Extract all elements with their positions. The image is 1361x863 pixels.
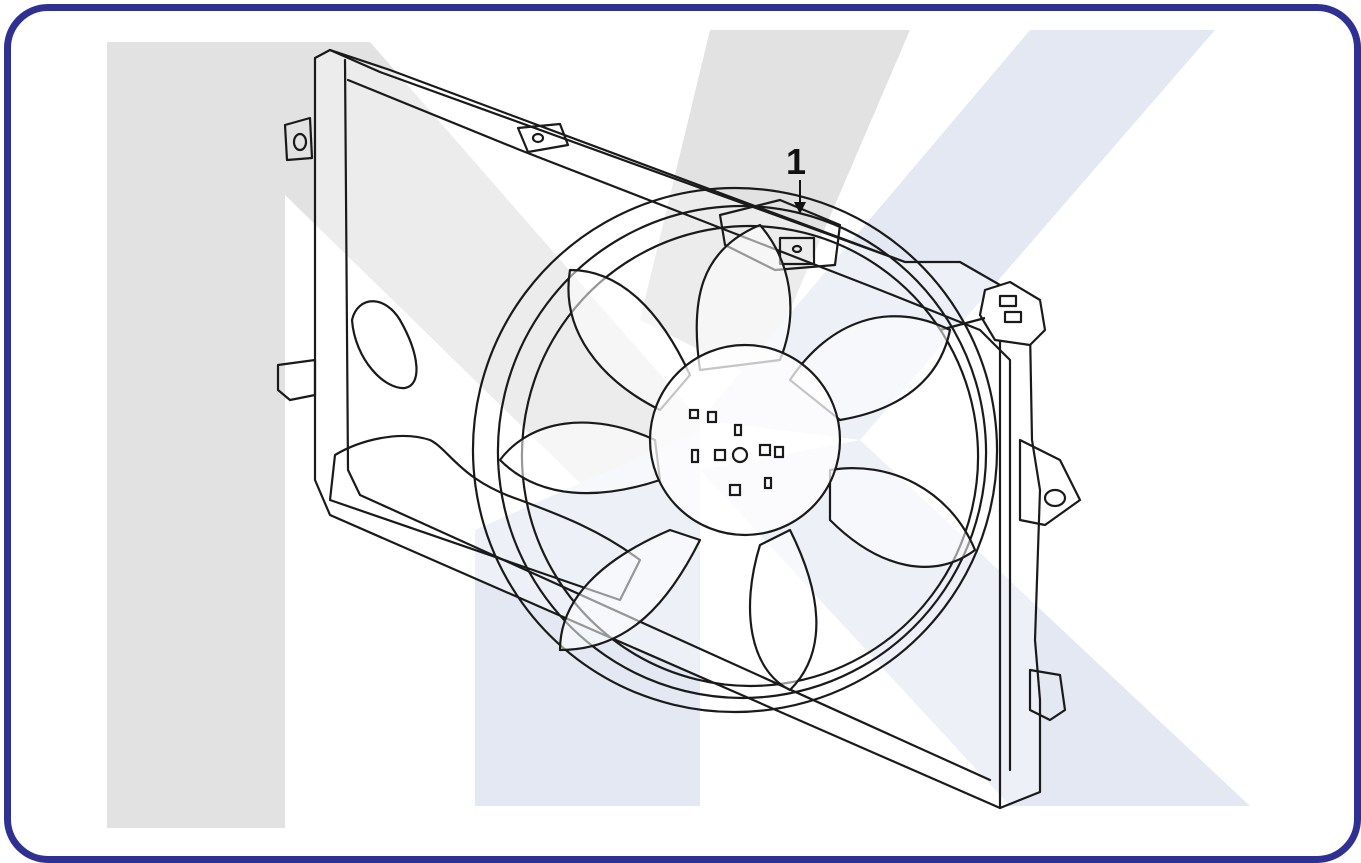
fan-ring-outer xyxy=(471,186,999,714)
watermark-left-bar xyxy=(107,42,285,828)
connector-pin-slot-2 xyxy=(1003,310,1023,324)
callout-label: 1 xyxy=(786,141,806,182)
watermark-blue-lower-arm xyxy=(700,440,1250,806)
fan-blade-7 xyxy=(567,268,692,412)
hub-slot-1 xyxy=(688,408,700,420)
motor-bracket-top xyxy=(718,198,842,272)
mount-hole-right xyxy=(1043,488,1067,508)
fan-blade-1 xyxy=(695,223,792,372)
fan-ring-mid xyxy=(496,204,988,700)
mount-tab-right xyxy=(1018,438,1082,527)
hub-slot-8 xyxy=(763,476,773,490)
mount-hole-top-left xyxy=(292,132,308,152)
fan-hub-outer xyxy=(648,343,842,537)
shroud-inner-left-edge xyxy=(343,58,992,782)
mount-tab-bottom-right xyxy=(1028,668,1067,722)
shroud-top-edge xyxy=(328,48,907,264)
shroud-inner-top xyxy=(346,78,1012,772)
fan-blade-2 xyxy=(788,315,952,422)
mount-tab-left-mid xyxy=(276,358,317,402)
shroud-left-oval-vent xyxy=(350,300,418,390)
mount-tab-top-bracket xyxy=(516,122,570,154)
fan-blade-5 xyxy=(558,528,702,652)
fan-hub-center xyxy=(731,446,749,464)
callout-arrow-head xyxy=(794,202,806,214)
connector-pin-slot-1 xyxy=(998,294,1018,308)
mount-hole-top-bracket xyxy=(531,132,545,144)
hub-slot-3 xyxy=(690,448,700,464)
fan-blade-3 xyxy=(828,467,977,568)
fan-blade-6 xyxy=(498,421,662,495)
fan-blade-4 xyxy=(748,528,818,692)
fan-blades xyxy=(498,223,977,692)
hub-slot-7 xyxy=(728,483,742,497)
fan-hub xyxy=(648,343,842,537)
motor-bracket-hole xyxy=(791,244,803,254)
hub-slot-5 xyxy=(758,443,772,457)
watermark-logo xyxy=(107,30,1250,828)
hub-slot-4 xyxy=(713,448,727,462)
hub-slot-2 xyxy=(706,410,718,424)
shroud-left-lower-cutout xyxy=(328,434,642,602)
hub-slot-6 xyxy=(773,445,785,459)
hub-slot-9 xyxy=(733,423,743,437)
motor-bracket-block xyxy=(778,236,816,266)
mount-tab-top-left xyxy=(283,116,314,162)
callout-1: 1 xyxy=(786,141,806,214)
